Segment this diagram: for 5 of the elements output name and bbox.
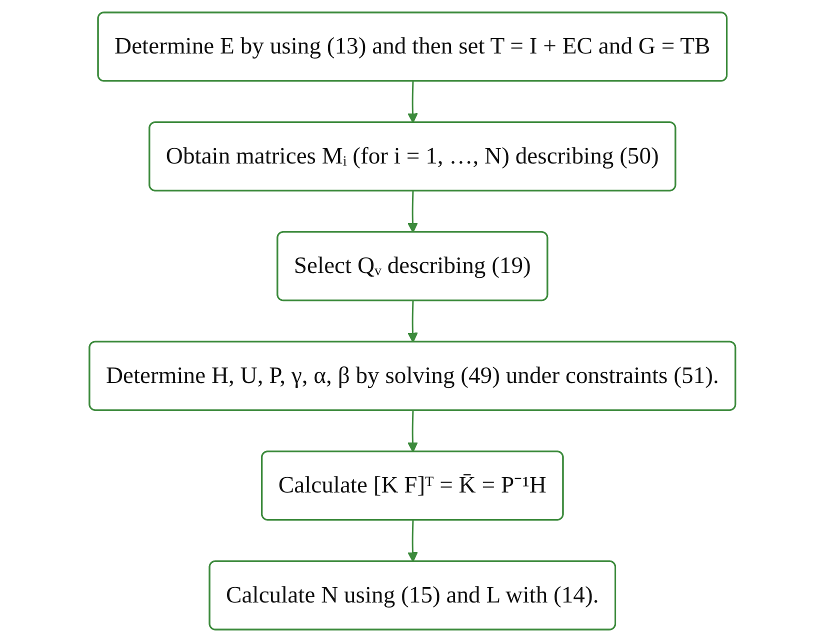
arrow bbox=[407, 190, 418, 232]
arrow bbox=[407, 520, 418, 562]
arrow bbox=[407, 300, 418, 342]
arrow bbox=[407, 410, 418, 452]
arrow bbox=[407, 80, 418, 123]
